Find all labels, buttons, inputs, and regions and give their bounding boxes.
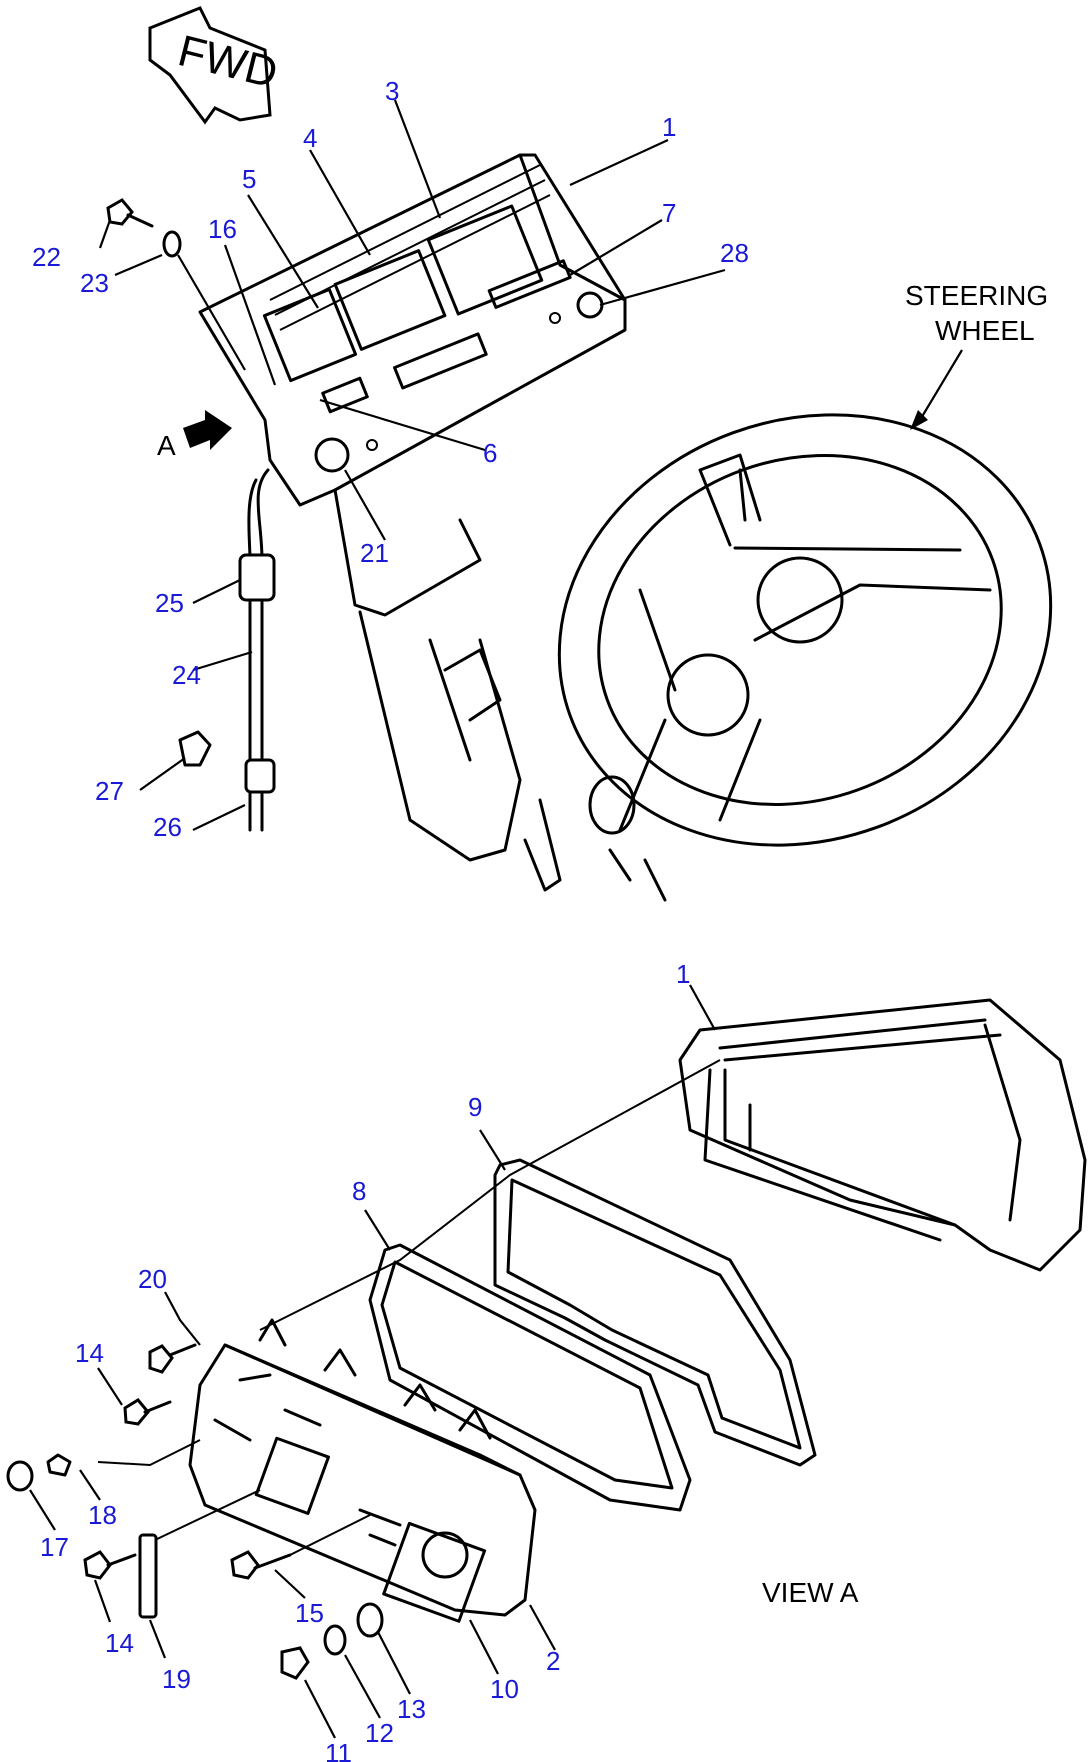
- callout-22: 22: [32, 242, 61, 272]
- callout-21: 21: [360, 538, 389, 568]
- callout-27: 27: [95, 776, 124, 806]
- bolt-14-icon: [123, 1398, 150, 1426]
- callout-16: 16: [208, 214, 237, 244]
- bolt-20-icon: [148, 1344, 174, 1374]
- bolt-15-icon: [230, 1550, 260, 1580]
- steering-wheel: [557, 413, 1053, 847]
- leader-lines-lower: [29, 984, 716, 1739]
- callout-6: 6: [483, 438, 497, 468]
- dash-panel-assembly: [198, 153, 627, 507]
- view-a-caption: VIEW A: [762, 1577, 859, 1608]
- callout-5: 5: [242, 164, 256, 194]
- callout-4: 4: [303, 123, 317, 153]
- callout-9: 9: [468, 1092, 482, 1122]
- fwd-arrow-icon: FWD: [148, 6, 282, 125]
- washer-23-icon: [162, 230, 182, 258]
- callout-25: 25: [155, 588, 184, 618]
- callout-17: 17: [40, 1532, 69, 1562]
- callout-8: 8: [352, 1176, 366, 1206]
- callout-11: 11: [325, 1738, 352, 1762]
- callout-12: 12: [365, 1718, 394, 1748]
- callout-28: 28: [720, 238, 749, 268]
- callout-23: 23: [80, 268, 109, 298]
- callout-7: 7: [662, 198, 676, 228]
- steering-wheel-label-line1: STEERING: [905, 280, 1048, 311]
- callout-20: 20: [138, 1264, 167, 1294]
- bulb-19-icon: [138, 1533, 158, 1619]
- cap-17-icon: [6, 1460, 34, 1492]
- callout-numbers: 1 3 4 5 16 7 28 22 23 6 21 25 24 27 26 1…: [32, 76, 749, 1762]
- view-a-marker: A: [157, 430, 176, 461]
- callout-24: 24: [172, 660, 201, 690]
- bolt-22-icon: [106, 198, 154, 228]
- leader-lines-upper: [98, 99, 726, 831]
- callout-3: 3: [385, 76, 399, 106]
- view-a-arrow-icon: A: [157, 410, 232, 461]
- callout-10: 10: [490, 1674, 519, 1704]
- washer-12-icon: [323, 1624, 347, 1656]
- steering-wheel-label-line2: WHEEL: [935, 315, 1035, 346]
- callout-2: 2: [546, 1646, 560, 1676]
- callout-14-lower: 14: [105, 1628, 134, 1658]
- view-a-exploded: [6, 998, 1087, 1680]
- callout-13: 13: [397, 1694, 426, 1724]
- callout-15: 15: [295, 1598, 324, 1628]
- callout-1-lower: 1: [676, 959, 690, 989]
- callout-26: 26: [153, 812, 182, 842]
- washer-13-icon: [356, 1602, 384, 1638]
- cable-assembly: [178, 468, 276, 832]
- steering-column: [333, 488, 667, 902]
- callout-19: 19: [162, 1664, 191, 1694]
- nut-11-icon: [280, 1646, 310, 1680]
- callout-18: 18: [88, 1500, 117, 1530]
- callout-1: 1: [662, 112, 676, 142]
- callout-14: 14: [75, 1338, 104, 1368]
